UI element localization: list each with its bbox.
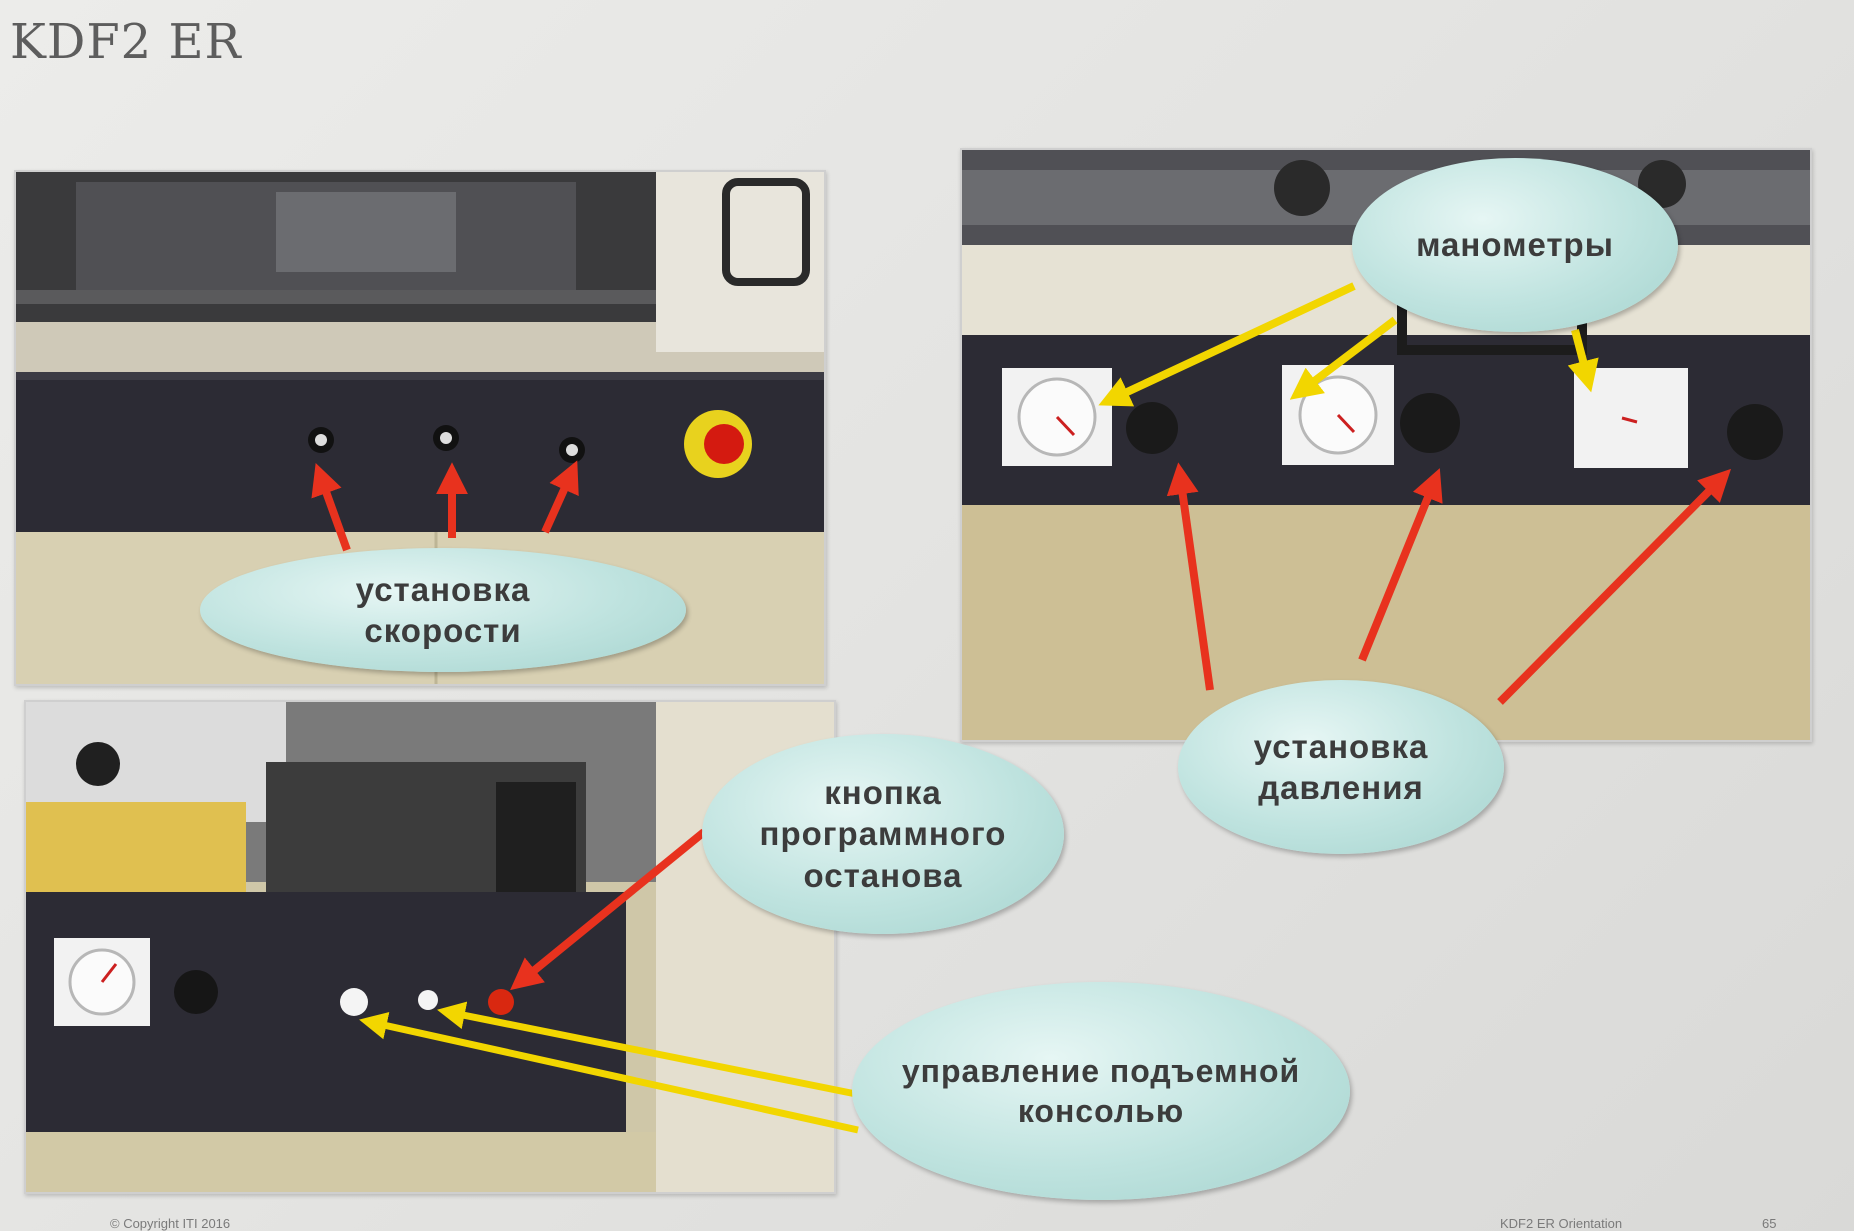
pressure-gauge-icon: [54, 938, 150, 1026]
knob-icon: [1126, 393, 1783, 460]
callout-stop-label: кнопка программного останова: [759, 774, 1007, 894]
knob-icon: [308, 425, 585, 463]
push-button-icon: [340, 988, 514, 1016]
emergency-stop-icon: [684, 410, 752, 478]
footer-document-title: KDF2 ER Orientation: [1500, 1216, 1623, 1231]
callout-pressure-label: установка давления: [1253, 727, 1429, 806]
callout-lift-label: управление подъемной консолью: [901, 1053, 1301, 1129]
callout-gauges-label: манометры: [1416, 226, 1614, 264]
callout-pressure-setting: установка давления: [1178, 680, 1504, 854]
footer-page-number: 65: [1762, 1216, 1777, 1231]
callout-gauges: манометры: [1352, 158, 1678, 332]
pressure-gauge-icon: [1002, 365, 1688, 468]
callout-speed-setting: установка скорости: [200, 548, 686, 672]
callout-lift-control: управление подъемной консолью: [852, 982, 1350, 1200]
slide-title: KDF2 ER: [10, 14, 242, 70]
callout-program-stop: кнопка программного останова: [702, 734, 1064, 934]
photo-lift-panel: [24, 700, 836, 1194]
callout-speed-label: установка скорости: [355, 570, 531, 649]
knob-icon: [174, 970, 218, 1014]
footer-copyright: © Copyright ITI 2016: [110, 1216, 231, 1231]
